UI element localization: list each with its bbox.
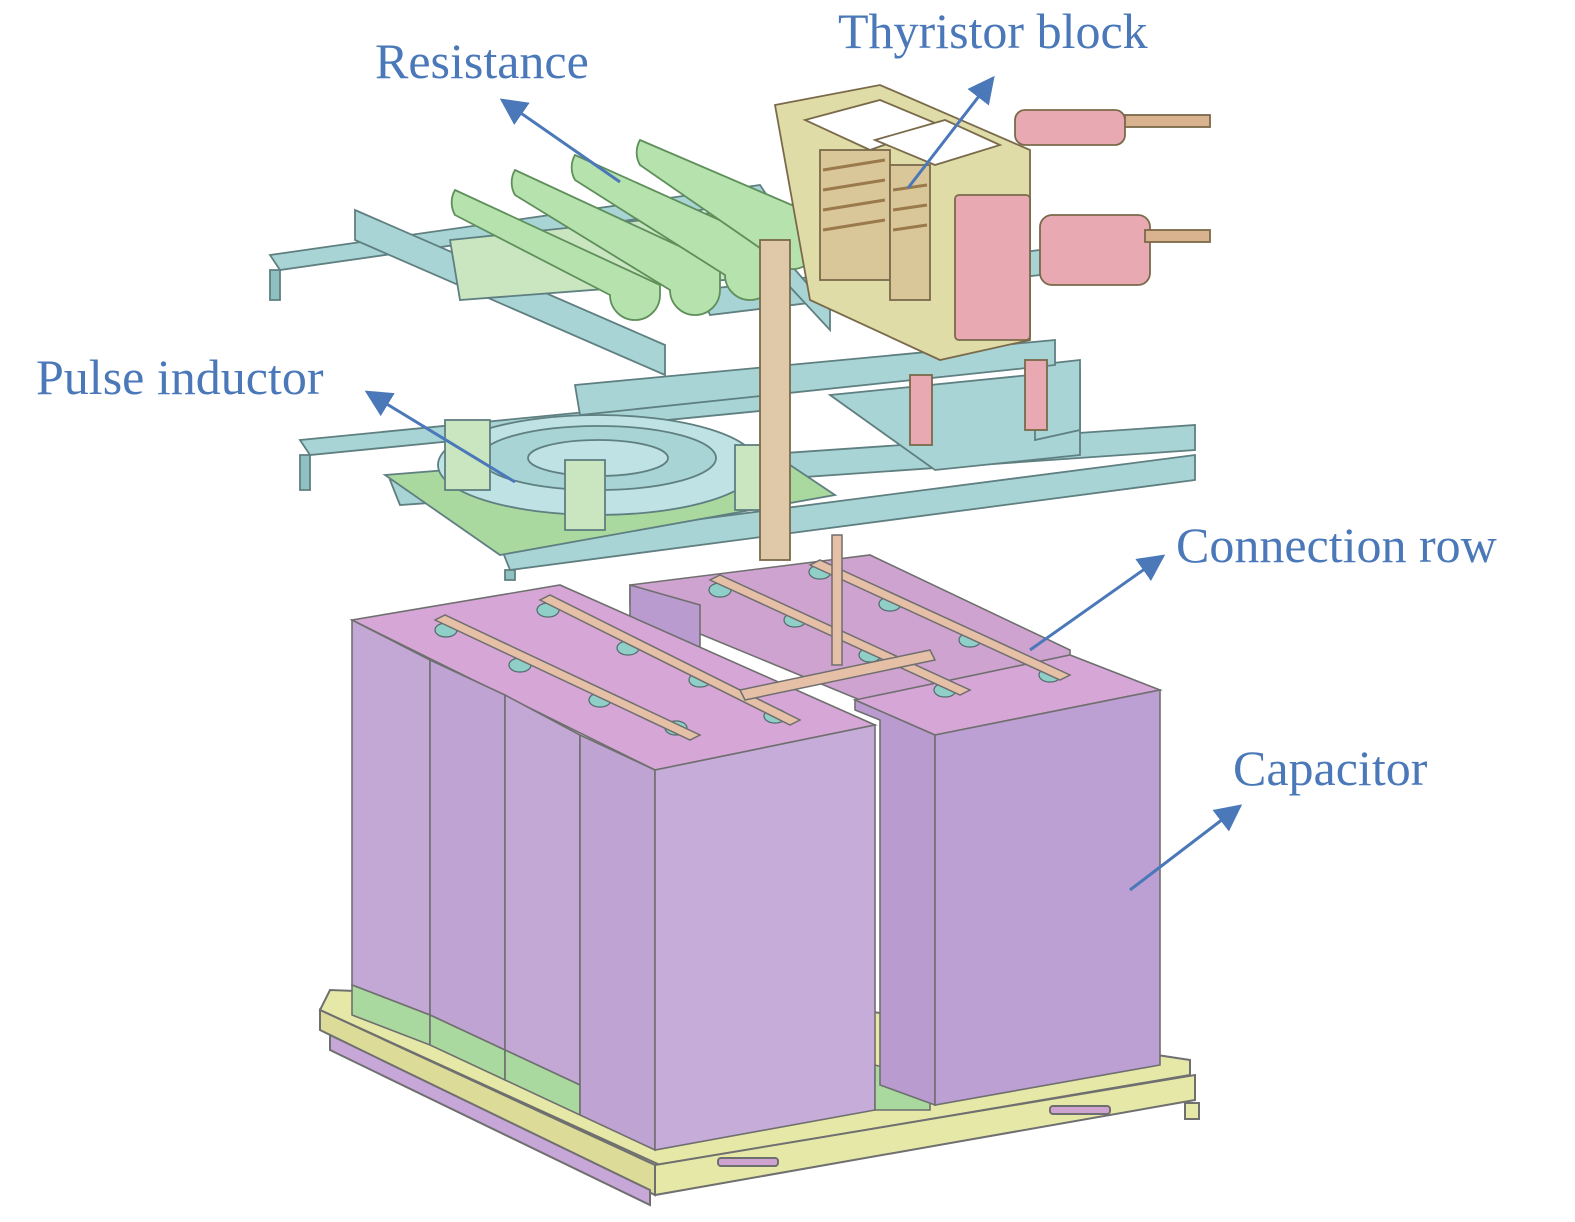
label-resistance: Resistance xyxy=(375,33,589,89)
arrow-thyristor xyxy=(906,75,995,189)
capacitor-group-front-right xyxy=(852,654,1163,1107)
connection-row-bars xyxy=(433,534,1072,741)
leader-arrows xyxy=(364,75,1243,892)
arrow-connection-row xyxy=(1029,554,1166,652)
label-thyristor-block: Thyristor block xyxy=(838,3,1148,59)
arrow-pulse-inductor xyxy=(364,390,516,484)
label-connection-row: Connection row xyxy=(1176,517,1497,573)
arrow-resistance xyxy=(499,98,621,184)
arrow-capacitor xyxy=(1129,804,1243,892)
thyristor-block xyxy=(759,84,1211,561)
resistance-cylinders xyxy=(450,138,816,321)
label-capacitor: Capacitor xyxy=(1233,740,1428,796)
capacitor-group-front-left xyxy=(349,584,931,1152)
label-pulse-inductor: Pulse inductor xyxy=(36,349,324,405)
